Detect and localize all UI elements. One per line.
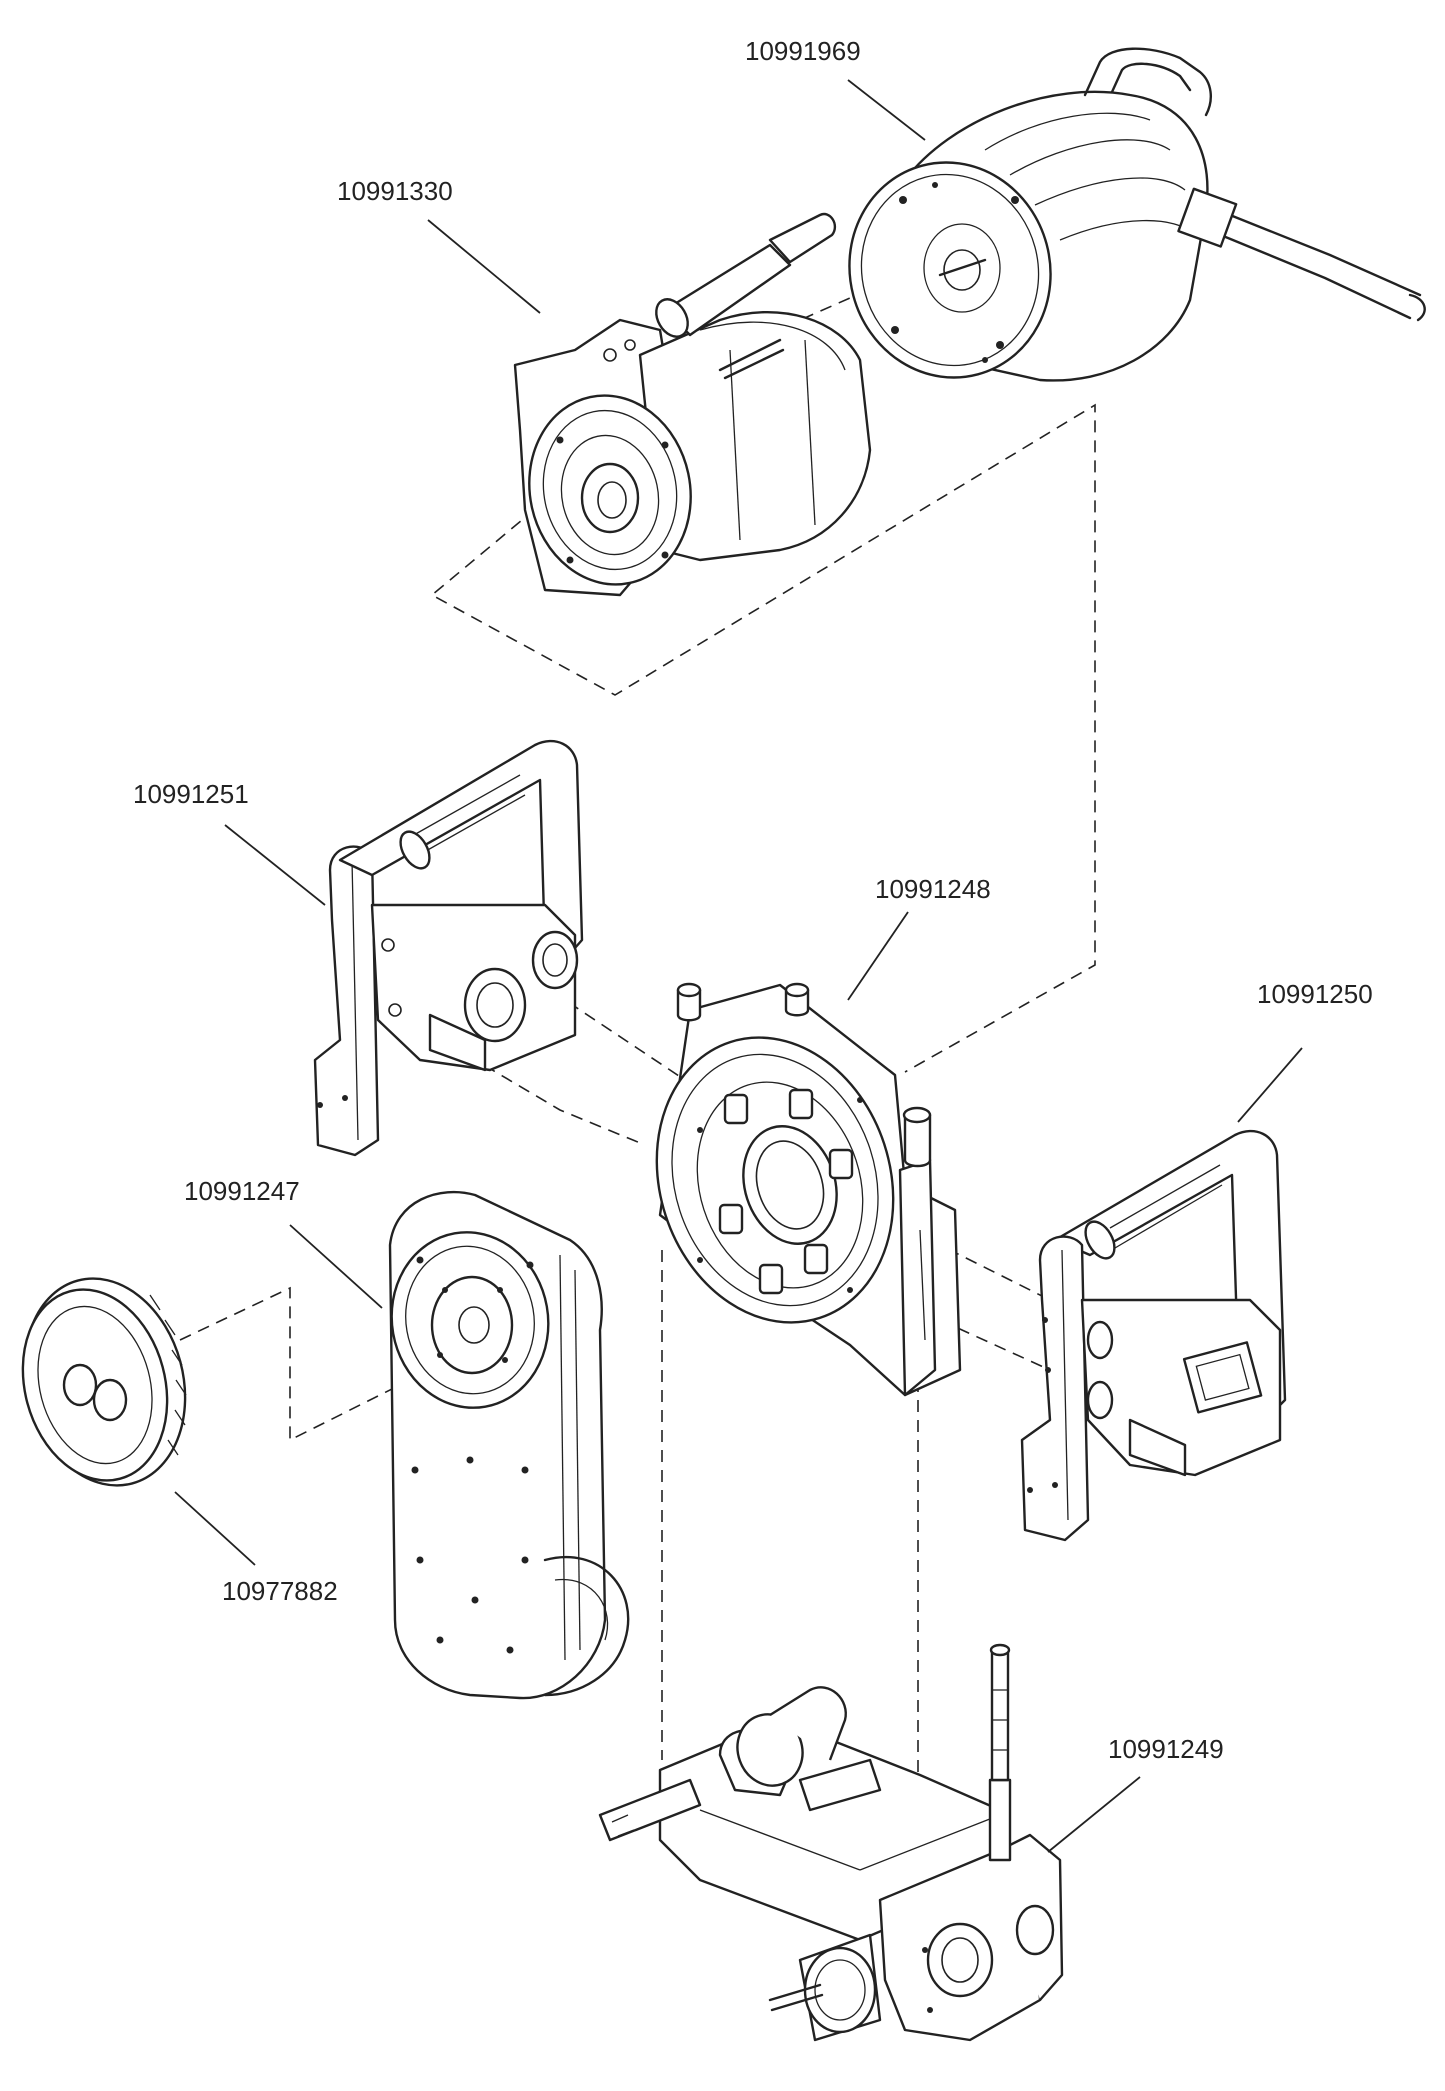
leader-10991248 xyxy=(847,911,909,1001)
leader-10991249 xyxy=(1047,1776,1141,1853)
callout-10991330: 10991330 xyxy=(337,176,453,206)
gearbox-unit-10991330 xyxy=(513,212,872,597)
callout-leader-lines xyxy=(174,79,1303,1853)
ring-housing-10991248 xyxy=(655,982,962,1397)
callout-10991969: 10991969 xyxy=(745,36,861,66)
leader-10991251 xyxy=(224,824,326,906)
callout-10991250: 10991250 xyxy=(1257,979,1373,1009)
motor-unit-10991969 xyxy=(848,47,1426,382)
callout-10991251: 10991251 xyxy=(133,779,249,809)
leader-10991247 xyxy=(289,1224,383,1309)
frame-unit-10991251 xyxy=(313,739,584,1157)
callout-labels: 10991969 10991330 10991251 10991248 1099… xyxy=(133,36,1373,1764)
leader-10991330 xyxy=(427,219,541,314)
leader-10991969 xyxy=(847,79,926,141)
callout-10991248: 10991248 xyxy=(875,874,991,904)
frame-unit-10991250 xyxy=(1020,1129,1287,1542)
callout-10991249: 10991249 xyxy=(1108,1734,1224,1764)
leader-10977882 xyxy=(174,1491,256,1566)
leader-10991250 xyxy=(1237,1047,1303,1123)
callout-10977882: 10977882 xyxy=(222,1576,338,1606)
drive-unit-10991249 xyxy=(598,1643,1064,2042)
wheel-10977882 xyxy=(21,1277,187,1487)
gear-housing-10991247 xyxy=(388,1190,630,1700)
callout-10991247: 10991247 xyxy=(184,1176,300,1206)
